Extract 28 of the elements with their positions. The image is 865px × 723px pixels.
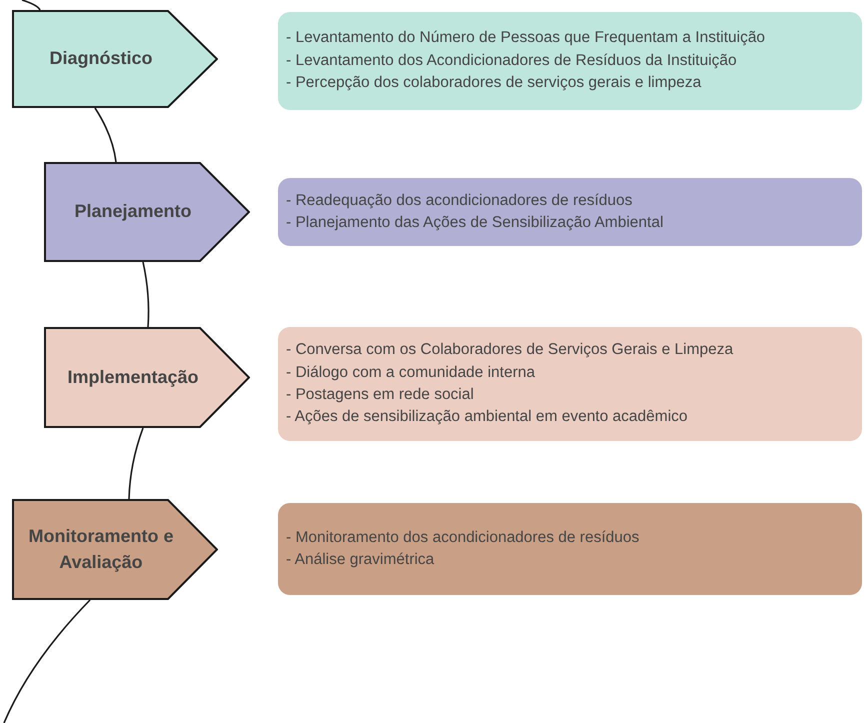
bullet-text: - Monitoramento dos acondicionadores de resíduos xyxy=(286,528,640,548)
bullet-text: - Ações de sensibilização ambiental em evento acadêmico xyxy=(286,407,689,428)
bullet-text: - Levantamento do Número de Pessoas que Frequentam a Instituição xyxy=(286,28,766,48)
step-arrow xyxy=(44,162,250,262)
bullet-text: - Planejamento das Ações de Sensibilização Ambiental xyxy=(286,213,664,233)
description-box xyxy=(278,327,862,441)
step-title: Monitoramento e Avaliação xyxy=(27,525,174,574)
bullet-text: - Percepção dos colaboradores de serviços gerais e limpeza xyxy=(286,73,702,94)
description-box xyxy=(278,178,862,246)
bullet-text: - Levantamento dos Acondicionadores de Resíduos da Instituição xyxy=(286,50,738,71)
step-title: Diagnóstico xyxy=(48,47,154,70)
bullet-text: - Análise gravimétrica xyxy=(286,550,436,570)
step-arrow xyxy=(12,10,218,108)
bullet-text: - Diálogo com a comunidade interna xyxy=(286,362,536,383)
description-box xyxy=(278,503,862,595)
connector-curve xyxy=(3,599,91,723)
connector-curve xyxy=(128,428,144,500)
bullet-text: - Conversa com os Colaboradores de Serviços Gerais e Limpeza xyxy=(286,340,734,360)
step-title: Implementação xyxy=(66,366,200,389)
connector-curve xyxy=(142,262,150,328)
connector-curve xyxy=(22,0,41,10)
step-arrow xyxy=(44,327,250,428)
connector-curve xyxy=(94,108,117,162)
description-box xyxy=(278,12,862,110)
step-title: Planejamento xyxy=(73,200,193,224)
bullet-text: - Postagens em rede social xyxy=(286,385,475,405)
bullet-text: - Readequação dos acondicionadores de resíduos xyxy=(286,190,634,211)
step-arrow xyxy=(12,499,218,600)
